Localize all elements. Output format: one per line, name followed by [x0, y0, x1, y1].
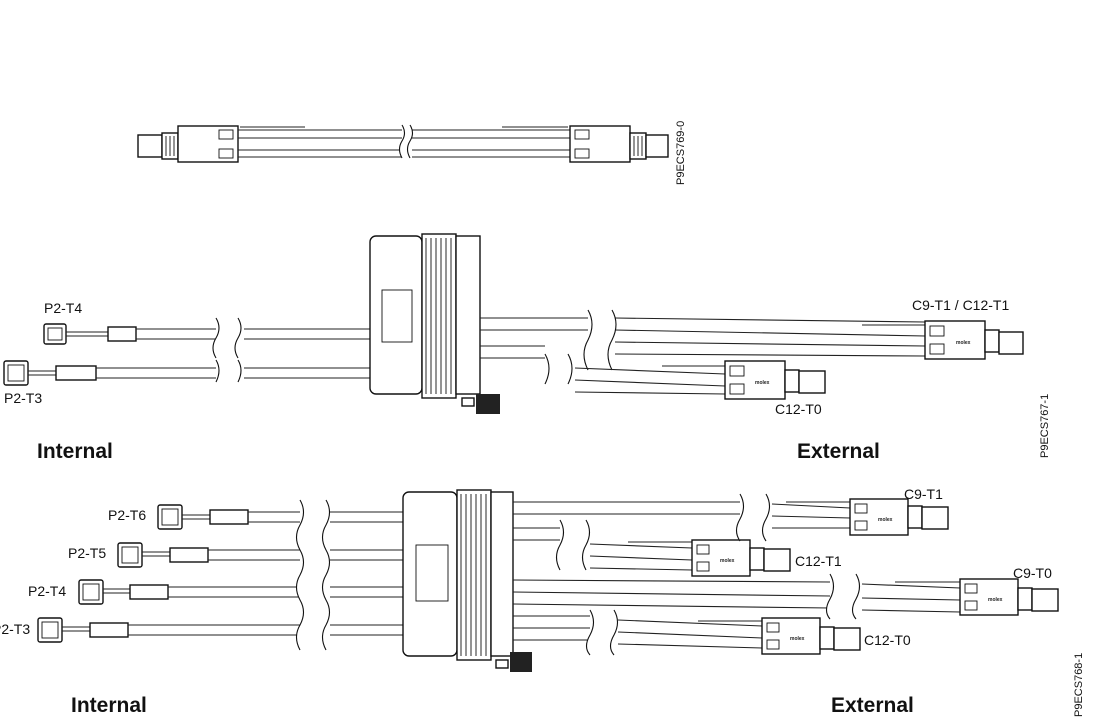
internal-connector-p2-t3 [37, 617, 403, 643]
header-internal: Internal [37, 440, 113, 463]
external-connector-c9-t0: molex [512, 578, 1059, 616]
molex-logo: molex [956, 340, 971, 346]
external-connector-c9-t1-c12-t1: molex [480, 309, 1024, 371]
cable-left-plug [137, 125, 305, 163]
label-p2-t5: P2-T5 [68, 545, 106, 561]
cable-break-mark [398, 124, 406, 159]
figure-3-fanout-cable: molex molex [0, 486, 1085, 717]
label-c12-t1: C12-T1 [795, 553, 842, 569]
label-c12-t0: C12-T0 [864, 632, 911, 648]
figure-1-id: P9ECS769-0 [675, 121, 687, 185]
internal-connector-p2-t5 [117, 542, 403, 568]
label-c9-t1: C9-T1 [904, 486, 943, 502]
figure-1-straight-cable: P9ECS769-0 [137, 121, 687, 185]
external-connector-c12-t1: molex [513, 527, 791, 577]
label-c9-t1-c12-t1: C9-T1 / C12-T1 [912, 297, 1009, 313]
label-p2-t4: P2-T4 [44, 300, 82, 316]
molex-logo: molex [755, 380, 770, 386]
internal-connector-p2-t4 [78, 579, 403, 605]
cable-right-plug [502, 125, 669, 163]
label-p2-t3: P2-T3 [4, 390, 42, 406]
label-p2-t4: P2-T4 [28, 583, 66, 599]
cable-break-mark [295, 499, 305, 651]
internal-connector-p2-t4 [43, 317, 370, 359]
bulkhead-block-fig2 [369, 233, 500, 414]
external-connector-c12-t0: molex [513, 615, 861, 655]
molex-logo: molex [988, 597, 1003, 603]
thumbscrew [510, 652, 532, 672]
header-external: External [797, 440, 880, 463]
molex-logo: molex [790, 636, 805, 642]
label-p2-t3: P2-T3 [0, 621, 30, 637]
figure-2-id: P9ECS767-1 [1039, 394, 1051, 458]
label-p2-t6: P2-T6 [108, 507, 146, 523]
external-connector-c12-t0: molex [480, 345, 826, 400]
label-c9-t0: C9-T0 [1013, 565, 1052, 581]
internal-connector-p2-t3 [3, 359, 370, 386]
header-external: External [831, 694, 914, 717]
internal-connector-p2-t6 [157, 504, 403, 530]
label-c12-t0: C12-T0 [775, 401, 822, 417]
molex-logo: molex [878, 517, 893, 523]
bulkhead-block-fig3 [402, 489, 532, 672]
molex-logo: molex [720, 558, 735, 564]
figure-3-id: P9ECS768-1 [1073, 653, 1085, 717]
header-internal: Internal [71, 694, 147, 717]
external-connector-c9-t1: molex [513, 498, 949, 536]
figure-2-fanout-cable: molex molex P2-T4 P2-T3 C9-T1 / C12-T1 C… [3, 233, 1051, 463]
thumbscrew [476, 394, 500, 414]
cable-body [238, 124, 570, 159]
